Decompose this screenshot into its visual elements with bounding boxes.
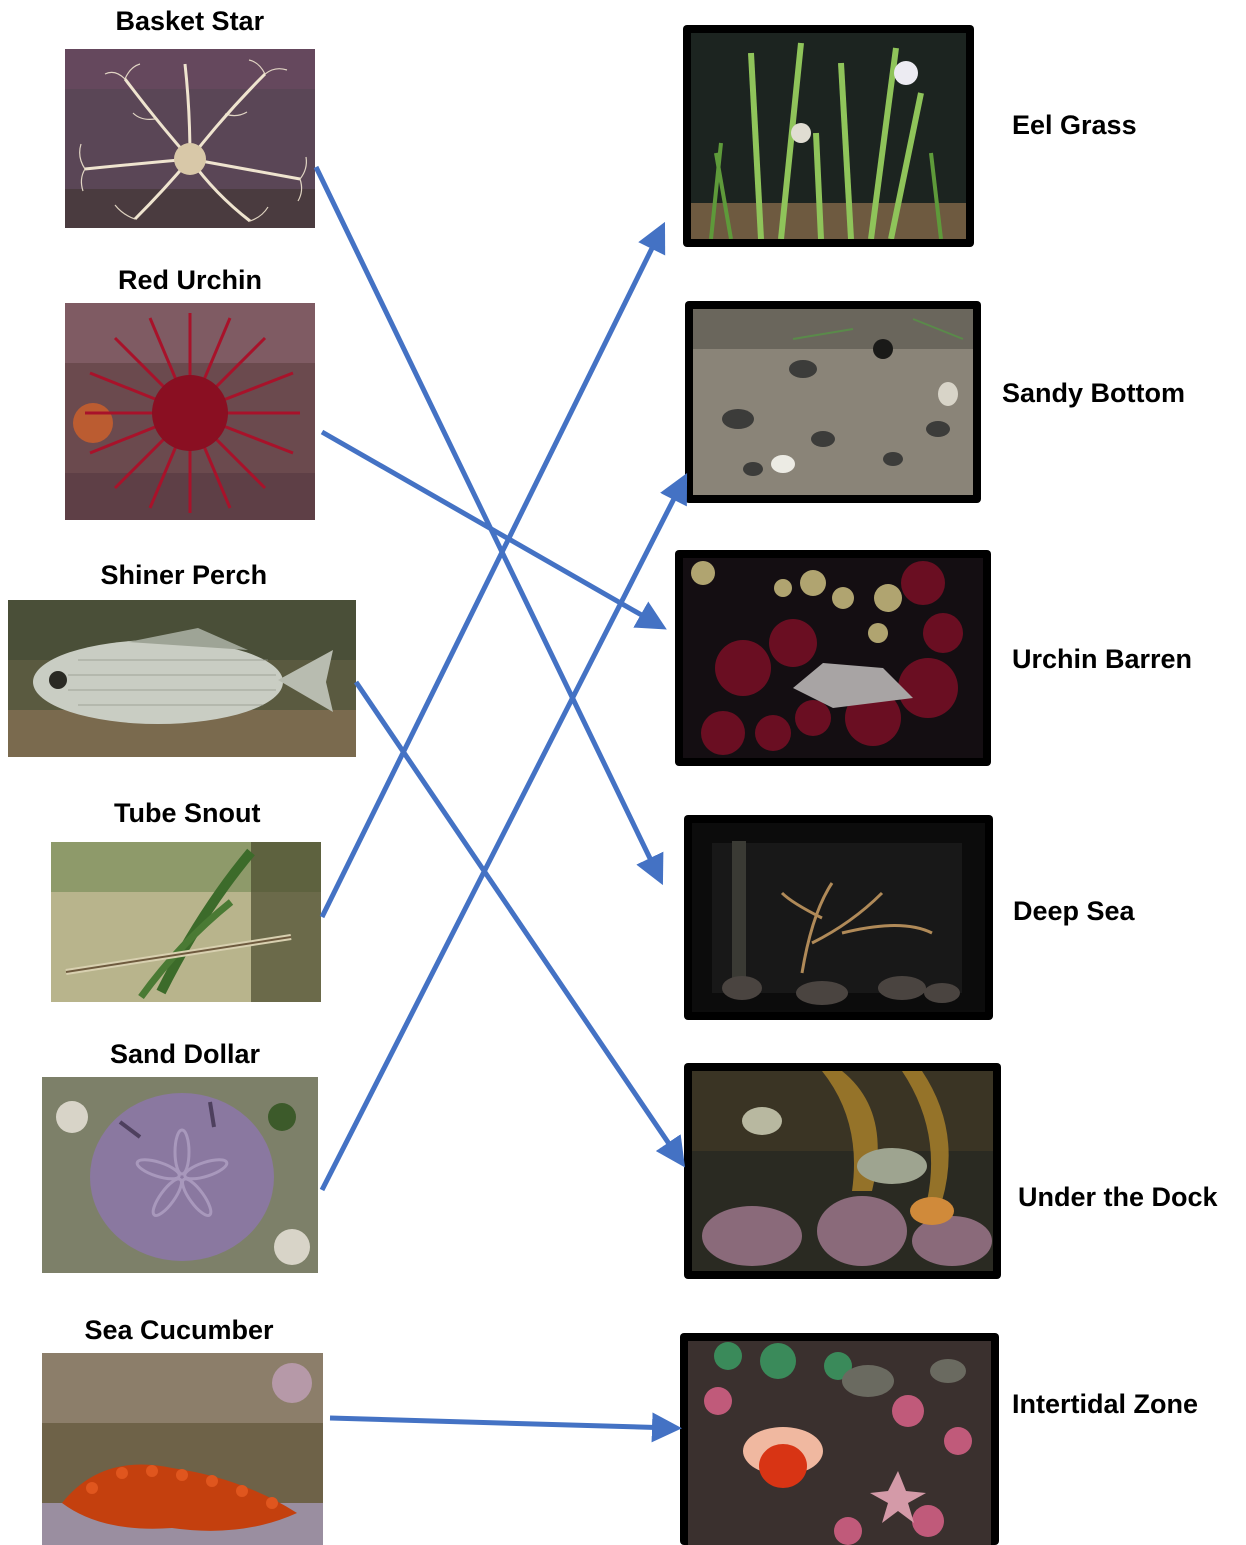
under-the-dock-photo-frame — [684, 1063, 1001, 1279]
habitat-label-intertidal-zone: Intertidal Zone — [1012, 1391, 1198, 1418]
tube-snout-photo — [51, 842, 321, 1002]
eel-grass-photo-frame — [683, 25, 974, 247]
animal-label-sand-dollar: Sand Dollar — [110, 1041, 260, 1068]
intertidal-zone-photo — [688, 1341, 991, 1545]
animal-label-basket-star: Basket Star — [116, 8, 265, 35]
sand-dollar-photo — [42, 1077, 318, 1273]
basket-star-photo — [65, 49, 315, 228]
urchin-barren-photo — [683, 558, 983, 758]
animal-label-red-urchin: Red Urchin — [118, 267, 262, 294]
habitat-label-under-the-dock: Under the Dock — [1018, 1184, 1218, 1211]
shiner-perch-photo — [8, 600, 356, 757]
habitat-label-eel-grass: Eel Grass — [1012, 112, 1137, 139]
arrow-sea-cucumber-to-intertidal-zone — [330, 1418, 673, 1428]
deep-sea-photo-frame — [684, 815, 993, 1020]
arrow-sand-dollar-to-sandy-bottom — [322, 481, 683, 1190]
deep-sea-photo — [692, 823, 985, 1012]
red-urchin-photo — [65, 303, 315, 520]
under-the-dock-photo — [692, 1071, 993, 1271]
habitat-label-deep-sea: Deep Sea — [1013, 898, 1135, 925]
arrow-red-urchin-to-urchin-barren — [322, 432, 659, 625]
habitat-label-urchin-barren: Urchin Barren — [1012, 646, 1192, 673]
sandy-bottom-photo — [693, 309, 973, 495]
eel-grass-photo — [691, 33, 966, 239]
animal-label-tube-snout: Tube Snout — [114, 800, 260, 827]
sea-cucumber-photo — [42, 1353, 323, 1545]
habitat-label-sandy-bottom: Sandy Bottom — [1002, 380, 1185, 407]
animal-label-shiner-perch: Shiner Perch — [101, 562, 268, 589]
arrow-tube-snout-to-eel-grass — [322, 230, 661, 917]
animal-label-sea-cucumber: Sea Cucumber — [85, 1317, 274, 1344]
urchin-barren-photo-frame — [675, 550, 991, 766]
arrow-basket-star-to-deep-sea — [316, 167, 659, 877]
sandy-bottom-photo-frame — [685, 301, 981, 503]
arrow-shiner-perch-to-under-the-dock — [356, 682, 680, 1160]
intertidal-zone-photo-frame — [680, 1333, 999, 1545]
